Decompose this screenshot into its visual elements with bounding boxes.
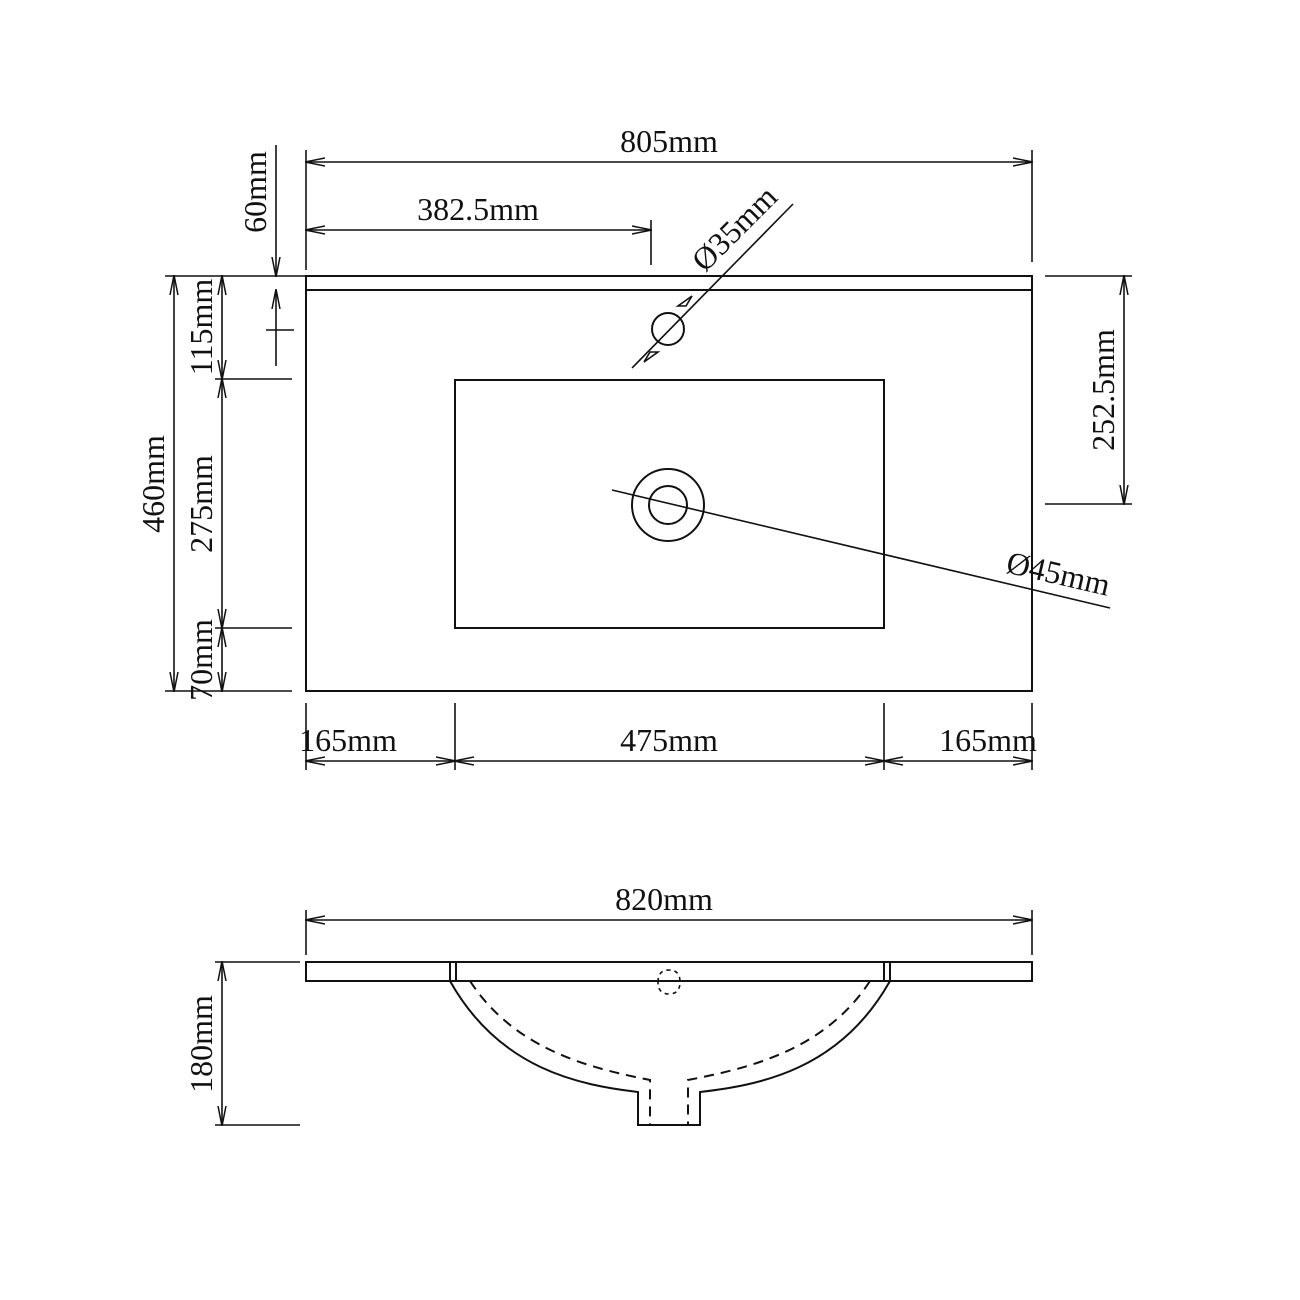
dim-label-bowl-width: 475mm: [620, 722, 718, 758]
leader-line-tap: [631, 203, 794, 369]
dim-label-left-margin: 165mm: [299, 722, 397, 758]
side-view: 820mm 180mm: [183, 881, 1033, 1126]
dim-label-bowl-depth: 275mm: [183, 455, 219, 553]
leader-arrow: [675, 295, 693, 307]
bowl-outline: [454, 379, 885, 629]
dim-label-drain-diameter: Ø45mm: [1003, 544, 1113, 603]
drain-outer-circle: [631, 468, 705, 542]
drain-inner-circle: [648, 485, 688, 525]
dim-label-side-height: 180mm: [183, 995, 219, 1093]
leader-line-drain: [611, 489, 1111, 609]
basin-outline: [305, 275, 1033, 692]
dim-label-back-to-bowl: 115mm: [183, 279, 219, 376]
dim-label-side-width: 820mm: [615, 881, 713, 917]
bowl-inner-profile: [469, 980, 651, 1125]
dim-label-tap-offset: 382.5mm: [417, 191, 539, 227]
dim-label-overall-depth: 460mm: [135, 435, 171, 533]
side-slab: [305, 961, 1033, 982]
dim-label-front-margin: 70mm: [183, 619, 219, 701]
top-view: 805mm 382.5mm 60mm Ø35mm Ø45mm 460mm 115…: [135, 123, 1132, 770]
dim-label-drain-offset: 252.5mm: [1085, 329, 1121, 451]
dim-label-overall-width: 805mm: [620, 123, 718, 159]
bowl-inner-profile: [687, 980, 871, 1125]
tap-hole-circle: [651, 312, 685, 346]
leader-arrow: [643, 351, 661, 363]
dim-label-back-ledge: 60mm: [237, 151, 273, 233]
bowl-outer-profile: [449, 980, 891, 1126]
dim-label-right-margin: 165mm: [939, 722, 1037, 758]
